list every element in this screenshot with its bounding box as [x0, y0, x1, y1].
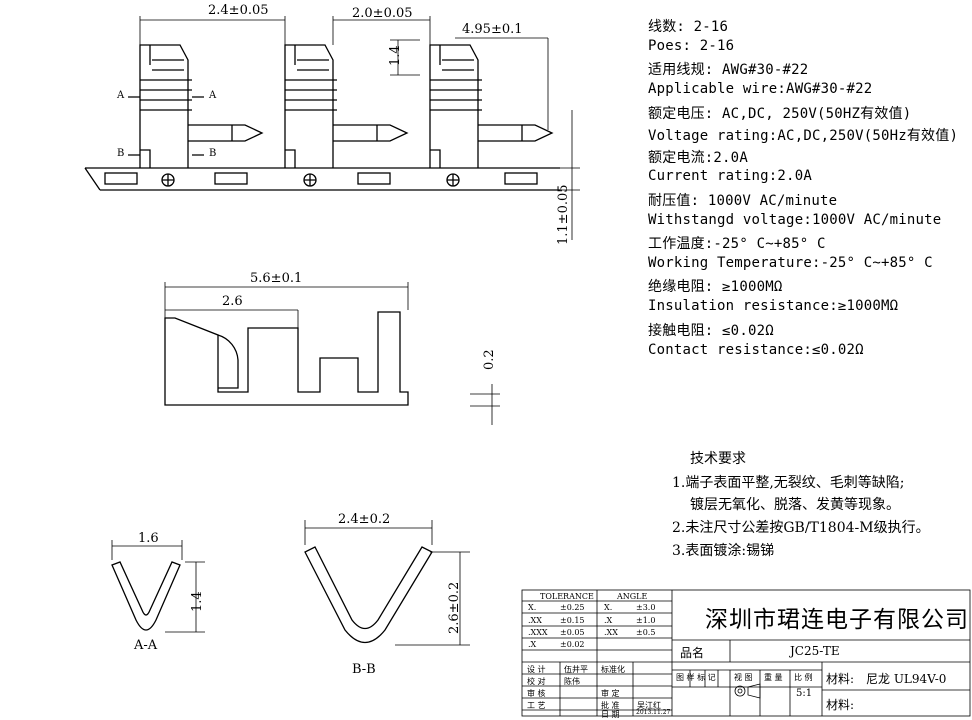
dim-top-h2: 1.1±0.05 — [556, 184, 571, 245]
terminal-3 — [429, 44, 554, 168]
dim-top-h1: 1.4 — [388, 45, 403, 66]
spec-line: Poes: 2-16 — [648, 38, 735, 54]
dim-side-part: 2.6 — [222, 294, 243, 309]
approver-name: 吴江红 — [637, 701, 661, 710]
spec-line: 额定电压: AC,DC, 250V(50HZ有效值) — [648, 106, 912, 122]
dim-top-gap: 2.0±0.05 — [352, 6, 413, 21]
spec-line: 工作温度:-25° C~+85° C — [648, 236, 826, 252]
tol-value: ±0.05 — [560, 628, 585, 637]
tol-value: ±0.02 — [560, 640, 585, 649]
top-view — [84, 16, 580, 240]
spec-line: 接触电阻: ≤0.02Ω — [648, 323, 774, 339]
dim-top-pitch: 2.4±0.05 — [208, 3, 269, 18]
mid-label: 日 期 — [601, 710, 620, 719]
material-value: 尼龙 UL94V-0 — [866, 672, 947, 686]
dim-bb-height: 2.6±0.2 — [447, 581, 462, 634]
section-marker-b: B — [117, 148, 125, 159]
angle-header: ANGLE — [617, 592, 648, 601]
terminal-2 — [284, 44, 409, 168]
mark-header: 比 例 — [794, 673, 813, 682]
dim-aa-width: 1.6 — [138, 531, 159, 546]
spec-line: 额定电流:2.0A — [648, 150, 748, 166]
dim-side-total: 5.6±0.1 — [250, 271, 303, 286]
section-bb-label: B-B — [352, 662, 376, 677]
tol-key: .X — [528, 640, 537, 649]
spec-line: 绝缘电阻: ≥1000MΩ — [648, 279, 783, 295]
product-name: JC25-TE — [790, 644, 840, 658]
angle-key: X. — [604, 603, 613, 612]
angle-value: ±0.5 — [636, 628, 656, 637]
angle-key: .XX — [604, 628, 618, 637]
dim-aa-height: 1.4 — [190, 591, 205, 612]
spec-line: 耐压值: 1000V AC/minute — [648, 193, 838, 209]
tol-key: .XX — [528, 616, 542, 625]
section-aa-view — [111, 540, 205, 633]
tol-value: ±0.15 — [560, 616, 585, 625]
section-marker-a: A — [117, 90, 125, 101]
angle-key: .X — [604, 616, 613, 625]
projection-symbol — [734, 683, 761, 699]
tech-item: 1.端子表面平整,无裂纹、毛刺等缺陷; — [672, 475, 905, 491]
mid-label: 标准化 — [601, 665, 625, 674]
spec-line: Withstangd voltage:1000V AC/minute — [648, 212, 942, 228]
mid-label: 审 定 — [601, 689, 620, 698]
dim-top-width: 4.95±0.1 — [462, 22, 523, 37]
mark-header: 视 图 — [734, 673, 753, 682]
angle-value: ±1.0 — [636, 616, 656, 625]
row-label: 校 对 — [527, 677, 546, 686]
material-label: 材料: — [826, 698, 855, 712]
tol-key: .XXX — [528, 628, 548, 637]
section-aa-label: A-A — [134, 638, 158, 653]
mark-header: 重 量 — [764, 673, 783, 682]
tech-title: 技术要求 — [690, 451, 746, 467]
tech-item: 3.表面镀涂:锡锑 — [672, 543, 775, 559]
spec-line: Insulation resistance:≥1000MΩ — [648, 298, 899, 314]
tol-key: X. — [528, 603, 537, 612]
side-view — [164, 282, 500, 425]
section-marker-a: A — [209, 90, 217, 101]
section-bb-view — [304, 520, 470, 646]
row-label: 审 核 — [527, 689, 546, 698]
spec-line: Applicable wire:AWG#30-#22 — [648, 81, 873, 97]
mid-label: 批 准 — [601, 701, 620, 710]
spec-line: Working Temperature:-25° C~+85° C — [648, 255, 933, 271]
tech-item: 镀层无氧化、脱落、发黄等现象。 — [690, 497, 900, 513]
tech-item: 2.未注尺寸公差按GB/T1804-M级执行。 — [672, 520, 930, 536]
spec-line: Voltage rating:AC,DC,250V(50Hz有效值) — [648, 128, 959, 144]
checker-name: 陈伟 — [564, 677, 580, 686]
row-label: 工 艺 — [527, 701, 546, 710]
section-marker-b: B — [209, 148, 217, 159]
product-label: 品名 — [680, 646, 705, 660]
mark-header: 图 样 标 记 — [676, 673, 716, 682]
drawing-date: 2013.11.27 — [636, 709, 671, 716]
company-name: 深圳市珺连电子有限公司 — [705, 607, 969, 633]
row-label: 设 计 — [527, 665, 546, 674]
terminal-1 — [139, 44, 264, 168]
material-label: 材料: — [826, 672, 855, 686]
spec-line: 线数: 2-16 — [648, 19, 729, 35]
dim-side-thick: 0.2 — [482, 349, 497, 370]
spec-line: 适用线规: AWG#30-#22 — [648, 62, 809, 78]
angle-value: ±3.0 — [636, 603, 656, 612]
tol-value: ±0.25 — [560, 603, 585, 612]
designer-name: 伍井平 — [564, 665, 588, 674]
tolerance-header: TOLERANCE — [540, 592, 594, 601]
spec-line: Contact resistance:≤0.02Ω — [648, 342, 864, 358]
spec-line: Current rating:2.0A — [648, 168, 812, 184]
scale-value: 5:1 — [796, 688, 813, 699]
dim-bb-width: 2.4±0.2 — [338, 512, 391, 527]
